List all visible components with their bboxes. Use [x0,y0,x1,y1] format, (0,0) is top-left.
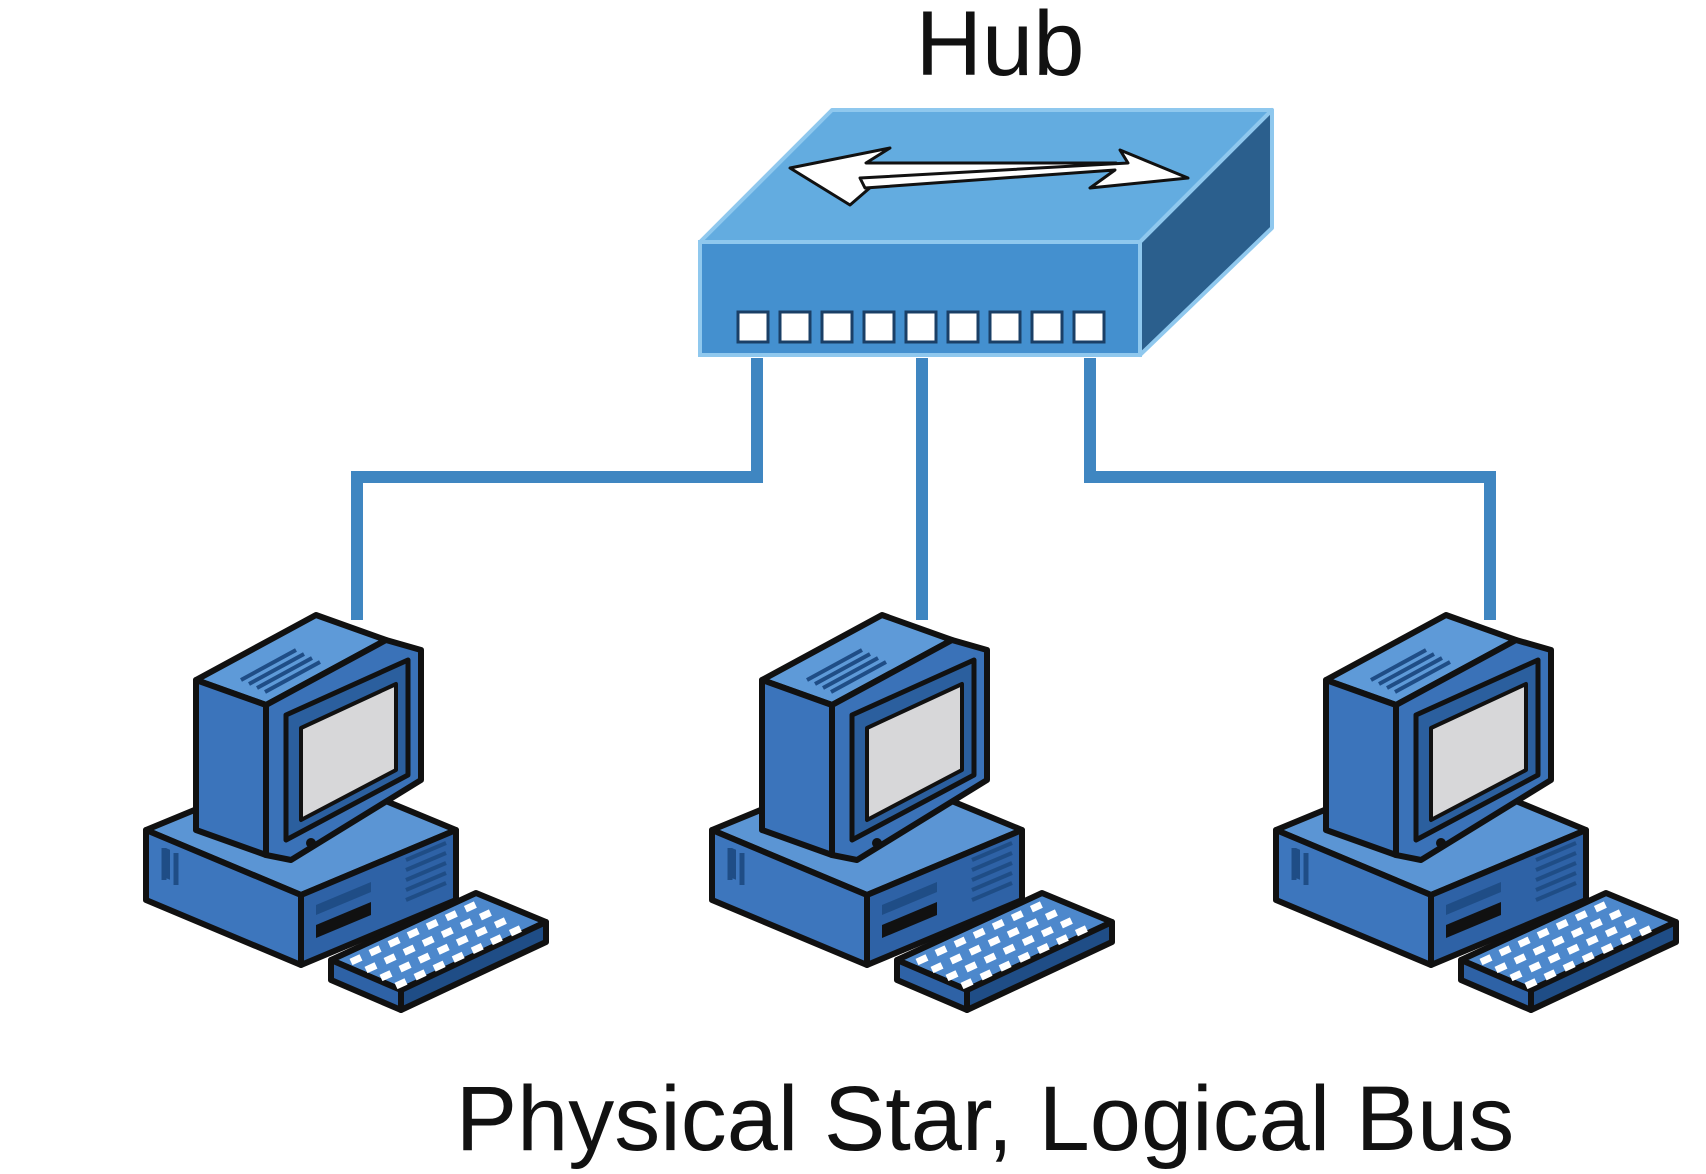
computer-1 [7,615,546,1010]
network-cables [351,358,1496,620]
hub-icon [698,108,1274,357]
cable-left [351,358,763,620]
computer-icon [1137,615,1676,1010]
computer-icon [7,615,546,1010]
bidirectional-arrow-icon [788,146,1190,207]
cable-right [1084,358,1496,620]
computer-2 [573,615,1112,1010]
hub-label: Hub [916,0,1085,95]
hub-ports [736,310,1106,344]
diagram-caption: Physical Star, Logical Bus [456,1068,1515,1170]
computer-3 [1137,615,1676,1010]
computer-icon [573,615,1112,1010]
